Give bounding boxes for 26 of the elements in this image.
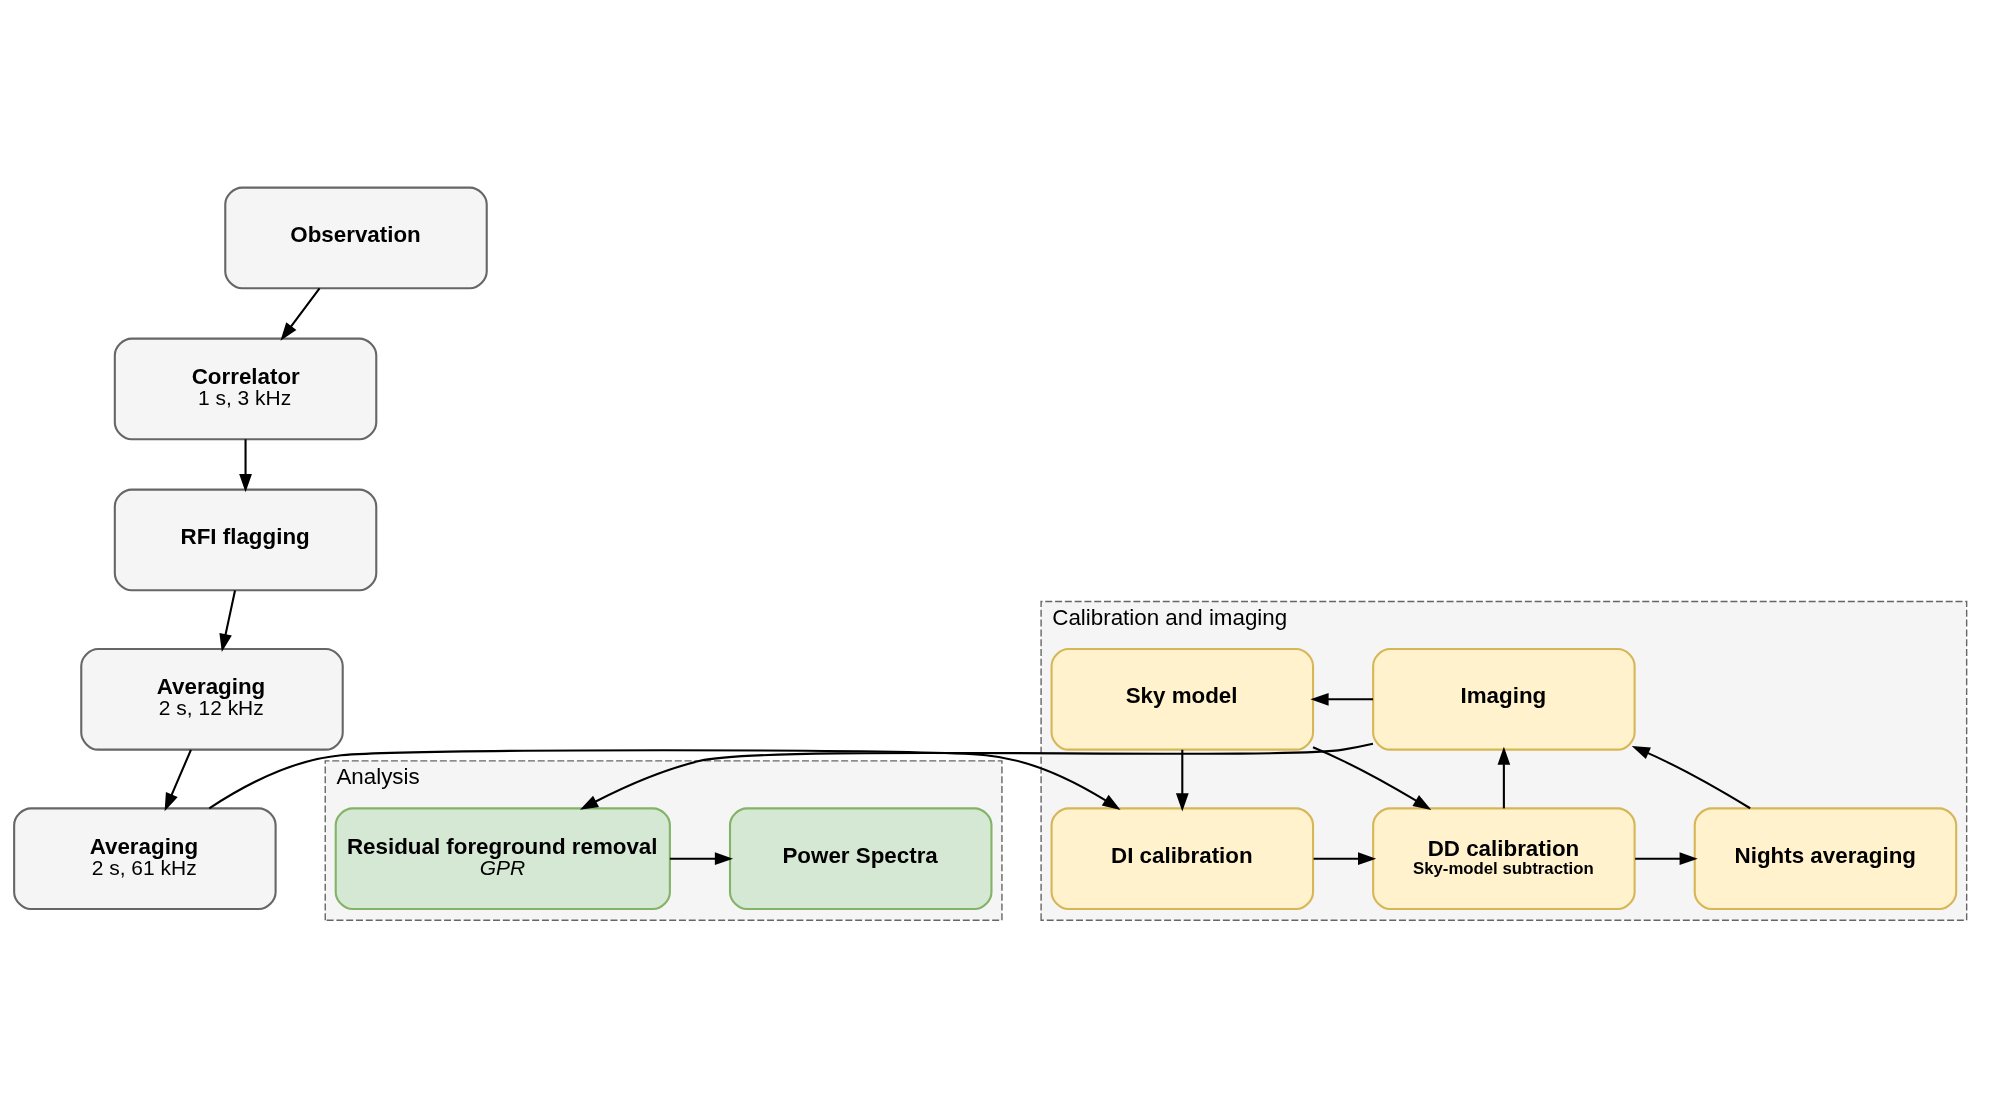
node-box: Power Spectra xyxy=(728,806,993,910)
arrow xyxy=(1310,692,1374,706)
node-box: DD calibration Sky-model subtraction xyxy=(1372,806,1636,910)
arrow xyxy=(1312,745,1432,810)
arrow xyxy=(239,438,252,492)
node-box: Nights averaging xyxy=(1693,806,1958,910)
arrow xyxy=(1497,746,1511,808)
node-box: Residual foreground removal GPR xyxy=(334,806,671,910)
arrow xyxy=(1175,749,1189,812)
arrow xyxy=(164,748,192,811)
arrow xyxy=(208,748,1121,810)
node-box: Correlator 1 s, 3 kHz xyxy=(113,337,378,440)
node-box: RFI flagging xyxy=(113,488,378,591)
node-box: Averaging 2 s, 12 kHz xyxy=(80,647,344,751)
arrow xyxy=(1313,851,1377,865)
arrow xyxy=(219,589,237,652)
arrow xyxy=(1635,851,1698,865)
arrow xyxy=(1631,745,1751,809)
node-box: Sky model xyxy=(1050,647,1315,751)
node-box: DI calibration xyxy=(1050,806,1315,910)
arrow xyxy=(669,851,734,865)
arrow xyxy=(280,287,321,341)
arrow xyxy=(579,742,1374,810)
node-box: Averaging 2 s, 61 kHz xyxy=(13,806,277,910)
node-box: Imaging xyxy=(1372,647,1636,751)
node-box: Observation xyxy=(224,186,488,289)
